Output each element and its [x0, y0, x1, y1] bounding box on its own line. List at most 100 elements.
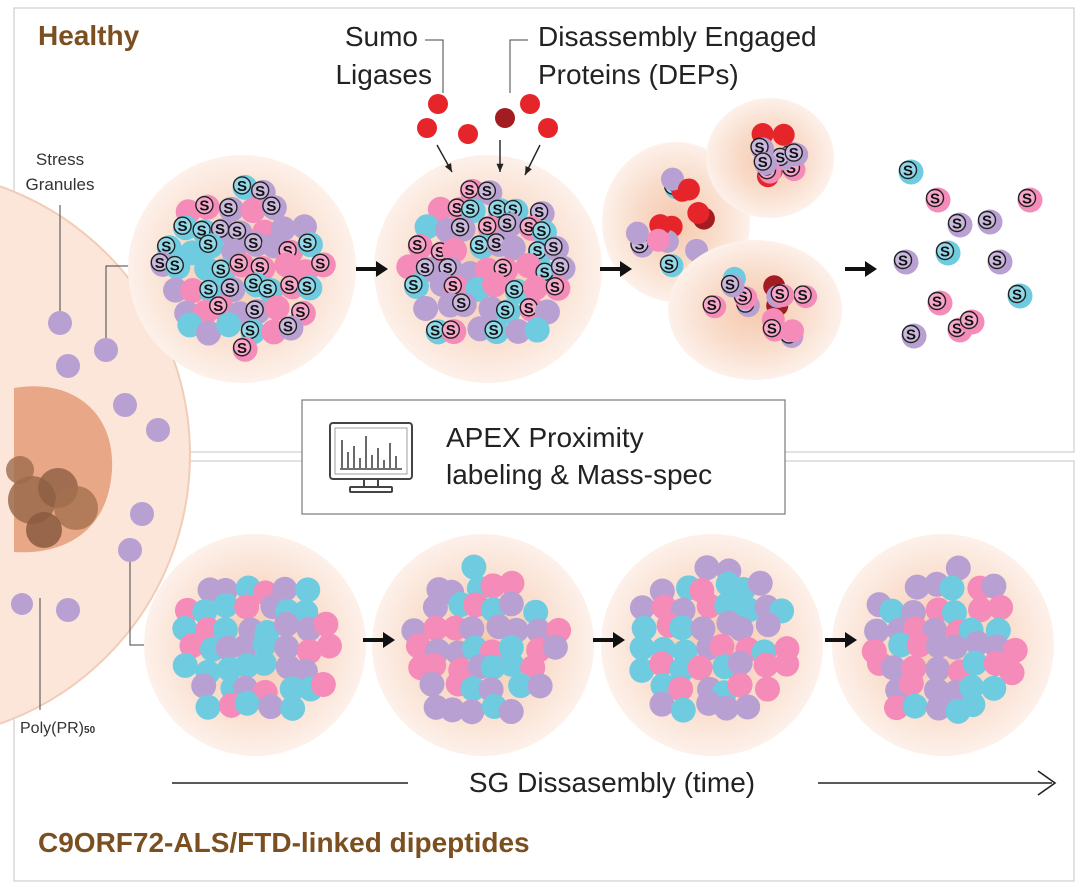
protein — [981, 675, 1007, 701]
sumo-tag: S — [505, 280, 524, 299]
svg-text:S: S — [482, 218, 492, 235]
protein — [195, 617, 221, 643]
sumo-tag: S — [404, 275, 423, 294]
svg-text:S: S — [903, 163, 913, 180]
sumo-tag: S — [469, 235, 489, 254]
svg-text:S: S — [775, 149, 785, 166]
sumo-tag: S — [441, 320, 460, 339]
protein — [942, 634, 968, 660]
svg-text:S: S — [295, 304, 305, 321]
svg-text:S: S — [932, 294, 942, 311]
protein — [902, 693, 928, 719]
protein — [508, 673, 534, 699]
svg-text:S: S — [237, 340, 247, 357]
dep-label-2: Proteins (DEPs) — [538, 59, 739, 90]
sumo-tag: S — [229, 253, 248, 273]
svg-text:S: S — [283, 319, 293, 336]
protein — [904, 574, 930, 600]
protein — [727, 672, 753, 698]
svg-text:S: S — [203, 236, 213, 253]
svg-text:S: S — [237, 178, 247, 195]
sumo-tag: S — [477, 181, 497, 200]
sumo-tag: S — [262, 196, 281, 215]
sumo-tag: S — [947, 213, 967, 233]
svg-text:S: S — [248, 235, 258, 252]
protein — [939, 575, 965, 601]
dep-protein — [772, 123, 795, 146]
svg-text:S: S — [534, 204, 544, 221]
svg-text:S: S — [255, 259, 265, 276]
sumo-tag: S — [173, 216, 192, 235]
sumo-tag: S — [244, 233, 263, 252]
svg-text:S: S — [725, 277, 735, 294]
svg-text:S: S — [412, 237, 422, 254]
svg-text:S: S — [540, 264, 550, 281]
sumo-tag: S — [529, 202, 549, 221]
protein — [280, 695, 306, 721]
protein — [180, 278, 206, 304]
protein — [755, 612, 781, 638]
protein — [696, 593, 722, 619]
svg-text:S: S — [315, 255, 325, 272]
sumo-tag: S — [898, 160, 918, 180]
protein — [926, 695, 952, 721]
sumo-tag: S — [497, 213, 517, 232]
protein — [212, 617, 238, 643]
protein — [669, 657, 695, 683]
sumo-tag: S — [484, 320, 503, 339]
protein — [962, 650, 988, 676]
sumo-tag: S — [452, 293, 471, 312]
svg-text:S: S — [509, 282, 519, 299]
sumo-tag: S — [702, 295, 721, 314]
svg-text:S: S — [232, 223, 242, 240]
protein — [694, 555, 720, 581]
sumo-tag: S — [199, 279, 218, 299]
protein — [252, 631, 278, 657]
svg-text:S: S — [161, 238, 171, 255]
protein — [524, 317, 550, 343]
protein — [232, 634, 258, 660]
dep-leader — [509, 39, 528, 93]
sumo-tag: S — [720, 274, 740, 294]
protein — [213, 592, 239, 618]
sumo-tag: S — [165, 255, 184, 275]
svg-text:S: S — [223, 200, 233, 217]
svg-text:S: S — [420, 260, 430, 277]
svg-text:S: S — [789, 145, 799, 162]
protein — [879, 598, 905, 624]
protein — [172, 652, 198, 678]
sumo-tag: S — [893, 250, 913, 270]
protein — [414, 214, 440, 240]
poly-pr-base: Poly(PR) — [20, 720, 84, 737]
protein — [735, 694, 761, 720]
svg-text:S: S — [302, 235, 312, 252]
protein — [274, 611, 300, 637]
svg-text:S: S — [250, 302, 260, 319]
svg-text:S: S — [216, 261, 226, 278]
svg-text:S: S — [906, 327, 916, 344]
protein — [709, 633, 735, 659]
sumo-tag: S — [195, 195, 214, 215]
protein — [274, 634, 300, 660]
protein — [864, 618, 890, 644]
sumo-tag: S — [532, 221, 551, 240]
protein — [1002, 637, 1028, 663]
protein — [296, 638, 322, 664]
svg-text:S: S — [248, 275, 258, 292]
monitor-icon — [329, 422, 413, 493]
sumo-tag: S — [211, 259, 230, 278]
protein — [216, 312, 242, 338]
svg-text:S: S — [754, 139, 764, 156]
svg-text:S: S — [634, 237, 644, 254]
protein — [500, 235, 526, 261]
sumo-label-2: Ligases — [335, 59, 432, 90]
sumo-tag: S — [486, 233, 506, 252]
protein — [884, 695, 910, 721]
protein — [421, 652, 447, 678]
sumo-tag: S — [545, 277, 565, 296]
svg-text:S: S — [443, 260, 453, 277]
